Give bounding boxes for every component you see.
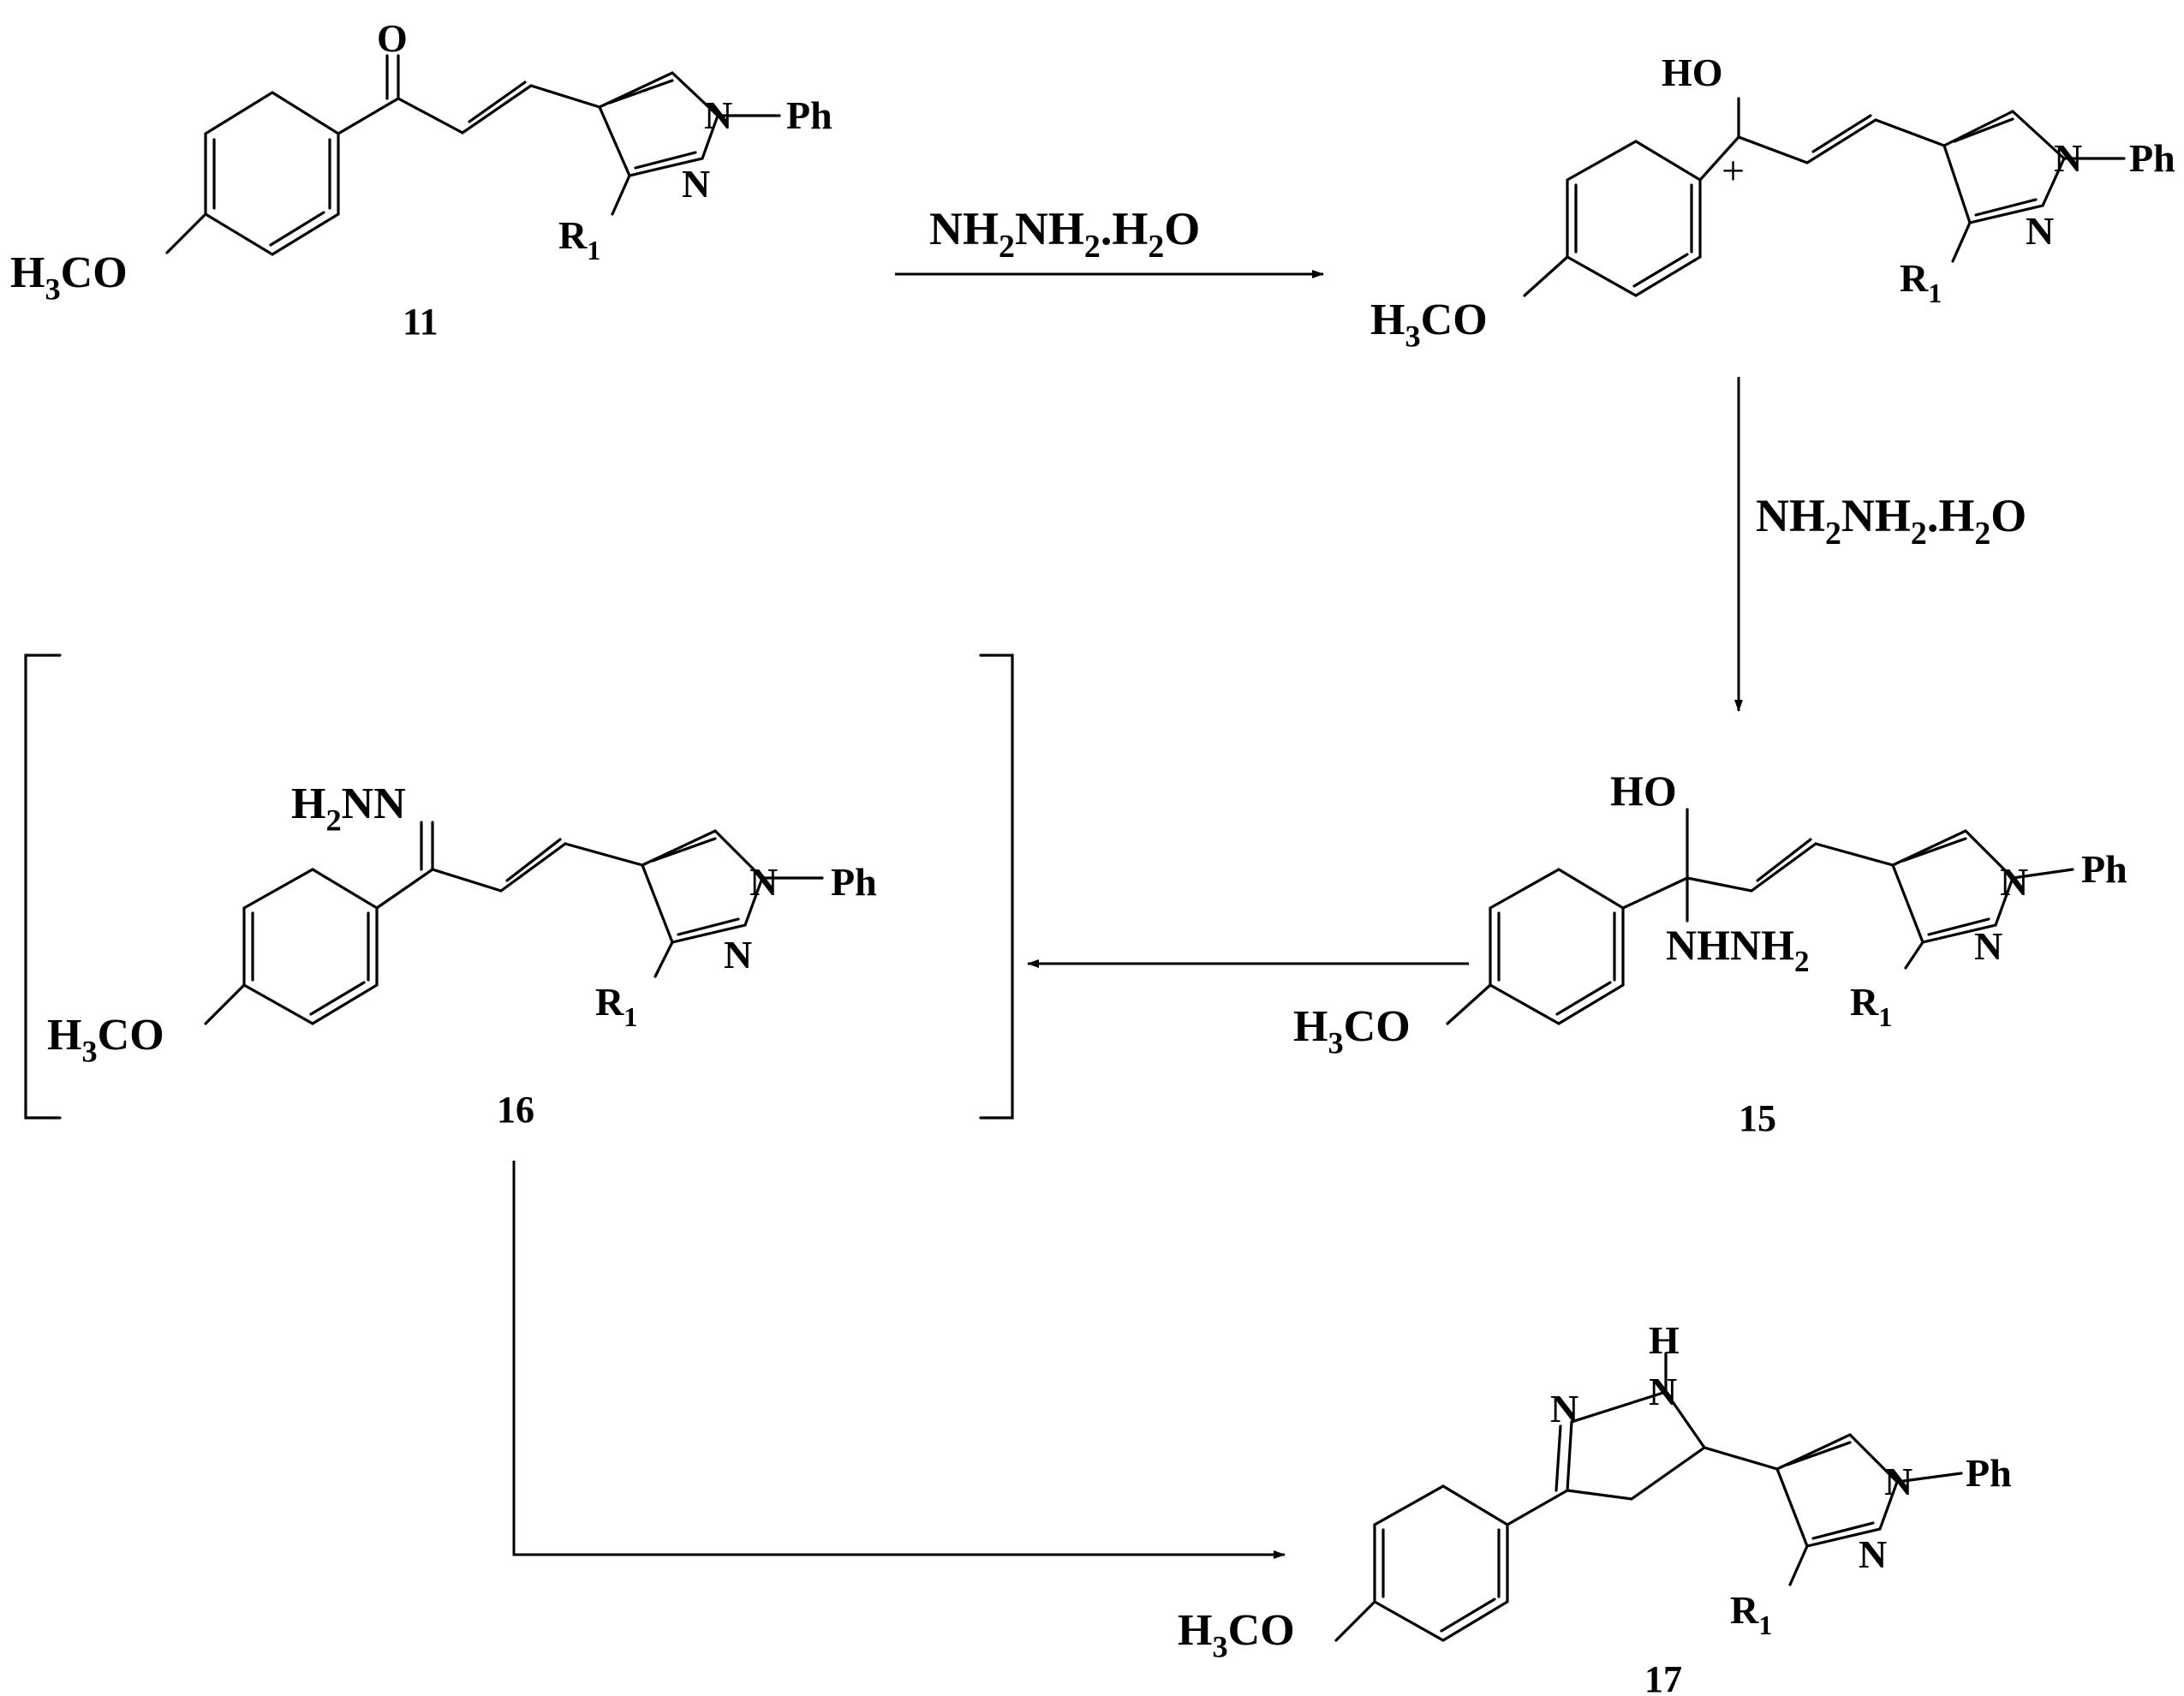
compound-11-structure	[165, 54, 781, 256]
nitrogen-label: N	[704, 93, 732, 137]
plus-charge-label: +	[1722, 148, 1745, 194]
r1-label: R1	[595, 980, 637, 1032]
compound-17-structure	[1334, 1352, 1963, 1642]
intermediate-brackets	[24, 654, 1014, 1120]
phenyl-label: Ph	[1966, 1451, 2012, 1495]
hydrazone-label: H2NN	[291, 779, 406, 838]
compound-15-structure	[1446, 808, 2074, 1025]
nitrogen-label: N	[749, 860, 778, 904]
hydrogen-label: H	[1649, 1318, 1680, 1362]
r1-label: R1	[1850, 980, 1892, 1032]
oxygen-label: O	[377, 16, 408, 60]
hydroxyl-label: HO	[1662, 51, 1723, 94]
methoxy-label: H3CO	[1293, 1002, 1411, 1060]
compound-number-16: 16	[497, 1089, 534, 1131]
r1-label: R1	[558, 213, 600, 266]
methoxy-label: H3CO	[1370, 296, 1488, 354]
compound-16-structure	[204, 821, 824, 1025]
phenyl-label: Ph	[786, 93, 832, 137]
nitrogen-label: N	[682, 162, 710, 206]
reagent-step2-label: NH2NH2.H2O	[1756, 490, 2026, 552]
phenyl-label: Ph	[2081, 847, 2127, 891]
nitrogen-label: N	[1884, 1460, 1912, 1503]
nitrogen-label: N	[2026, 209, 2054, 253]
reagent-step1-label: NH2NH2.H2O	[929, 203, 1200, 265]
nitrogen-label: N	[1859, 1532, 1887, 1576]
nitrogen-label: N	[1550, 1387, 1578, 1430]
r1-label: R1	[1900, 256, 1942, 308]
nitrogen-label: N	[724, 933, 752, 976]
hydrazino-label: NHNH2	[1666, 921, 1810, 978]
phenyl-label: Ph	[831, 860, 877, 904]
nitrogen-label: N	[2000, 860, 2028, 904]
compound-number-17: 17	[1644, 1658, 1682, 1696]
methoxy-label: H3CO	[1178, 1606, 1295, 1664]
nitrogen-label: N	[1649, 1370, 1677, 1413]
nitrogen-label: N	[2054, 136, 2082, 180]
compound-number-15: 15	[1739, 1097, 1776, 1139]
nitrogen-label: N	[1974, 924, 2002, 968]
reaction-arrow-step4	[512, 1161, 1286, 1559]
carbocation-intermediate-structure	[1523, 97, 2126, 297]
methoxy-label: H3CO	[10, 248, 128, 307]
phenyl-label: Ph	[2129, 136, 2175, 180]
methoxy-label: H3CO	[47, 1011, 164, 1069]
compound-number-11: 11	[403, 301, 439, 343]
r1-label: R1	[1730, 1588, 1772, 1640]
hydroxyl-label: HO	[1610, 767, 1677, 815]
